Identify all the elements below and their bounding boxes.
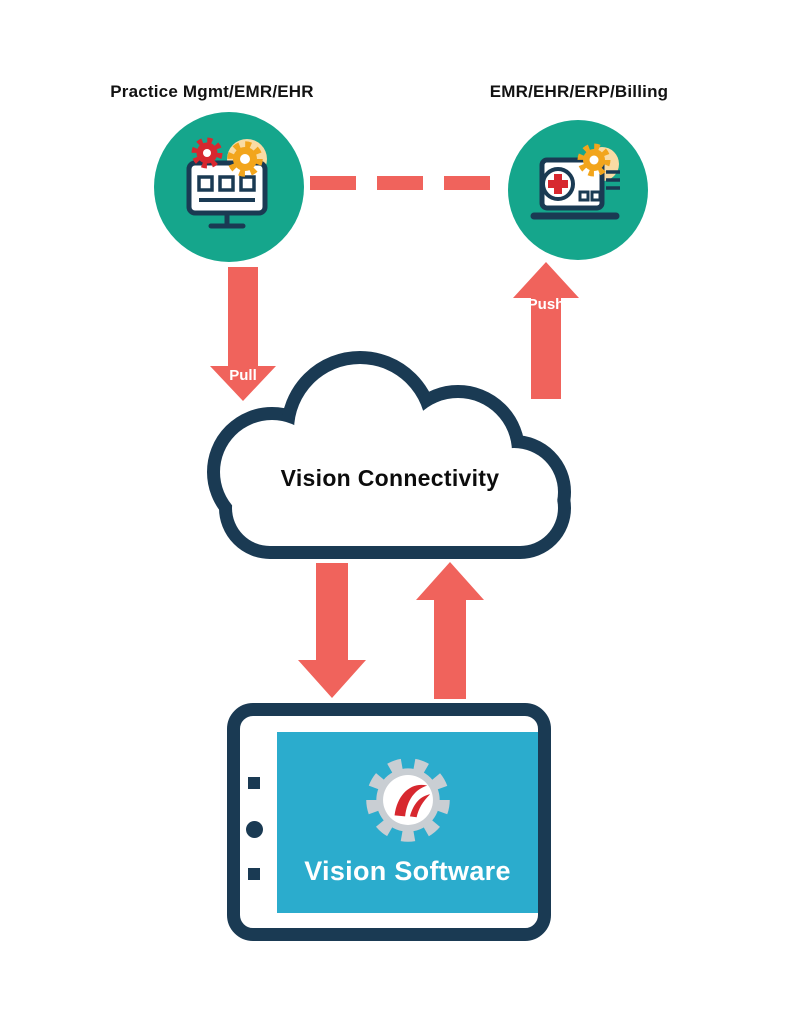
window-tile [239, 175, 256, 192]
pull-arrow-label: Pull [229, 367, 257, 384]
target-system-label: EMR/EHR/ERP/Billing [489, 82, 669, 101]
vision-software-label: Vision Software [304, 856, 511, 886]
tablet-button-bottom [248, 868, 260, 880]
red-gear-icon [191, 137, 223, 169]
target-system-node [508, 120, 648, 260]
source-system-label: Practice Mgmt/EMR/EHR [110, 82, 314, 101]
window-tile [218, 175, 235, 192]
desktop-with-gears-icon [186, 137, 268, 229]
laptop-medical-gears-icon [530, 143, 620, 220]
tablet-screen: Vision Software [277, 732, 538, 913]
window-tile [578, 190, 590, 202]
tablet-button-top [248, 777, 260, 789]
yellow-gear-icon [227, 141, 263, 177]
cloud-label: Vision Connectivity [281, 465, 500, 491]
yellow-gear-icon [577, 143, 611, 177]
source-system-node [154, 112, 304, 262]
medical-cross-icon [541, 167, 575, 201]
cloud-shape-outline [220, 364, 558, 546]
tablet-home-button [246, 821, 263, 838]
cloud-shape-fill [220, 364, 558, 546]
pull-arrow [210, 267, 276, 401]
tablet-device: Vision Software [227, 703, 551, 941]
push-arrow-label: Push [528, 296, 565, 313]
window-tile [590, 190, 602, 202]
push-arrow [513, 262, 579, 399]
device-to-cloud-arrow [416, 562, 484, 699]
cloud-to-device-arrow [298, 563, 366, 698]
window-tile [197, 175, 214, 192]
gear-swoosh-logo-icon [365, 758, 450, 842]
